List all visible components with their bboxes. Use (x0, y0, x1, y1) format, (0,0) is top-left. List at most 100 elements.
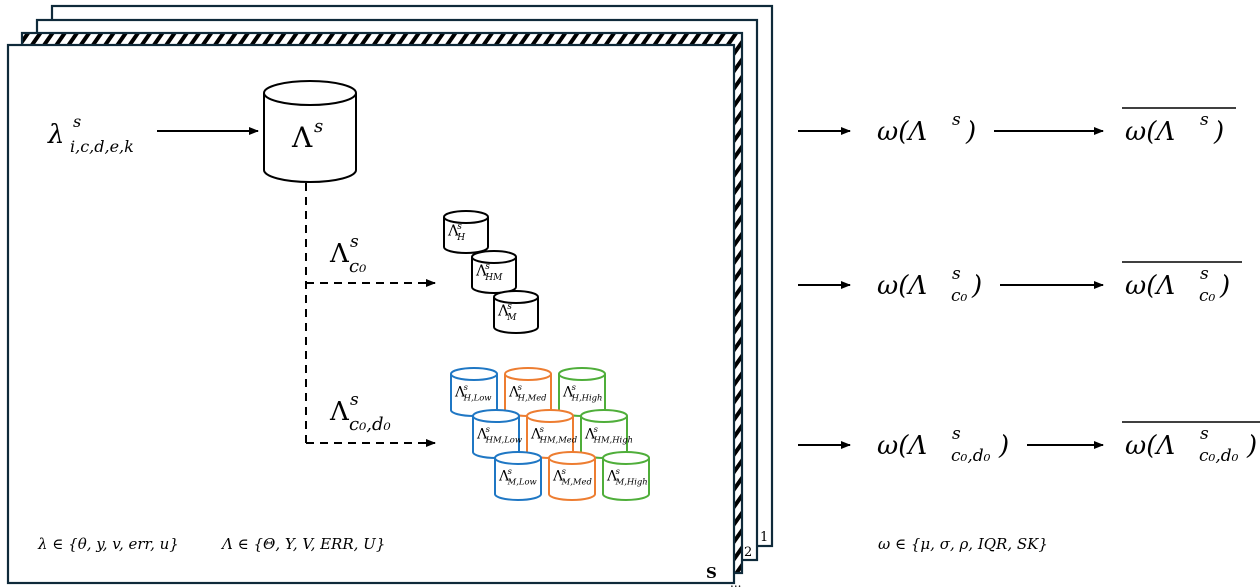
output-stat-stat: ω(Λ (877, 117, 927, 147)
c0-cylinder-m-symbol: Λ (497, 302, 509, 320)
legend-lambda-set: λ ∈ {θ, y, v, err, u} (37, 535, 179, 553)
output-mean-close: ) (1213, 117, 1224, 147)
c0d0-cylinder-m-high: ΛsM,High (602, 451, 650, 501)
c0d0-cylinder-h-high-sub: H,High (571, 393, 603, 403)
output-row-1: ω(Λ s ) ω(Λ s ) (798, 107, 1236, 147)
output-mean-stat: ω(Λ (1125, 431, 1175, 461)
frame-label-1: 1 (760, 530, 768, 545)
c0d0-cylinder-hm-high-sup: s (594, 424, 599, 434)
c0d0-cylinder-hm-med-sup: s (540, 424, 545, 434)
output-mean-stat: ω(Λ (1125, 117, 1175, 147)
input-sub: i,c,d,e,k (70, 137, 134, 156)
c0d0-cylinder-hm-high-symbol: Λ (584, 426, 596, 442)
branch-c0-symbol: Λ (329, 239, 350, 269)
branch-c0-label: Λ s c₀ (329, 232, 366, 277)
output-stat-sup: s (952, 264, 961, 284)
c0d0-cylinder-m-low-sup: s (508, 466, 513, 476)
c0d0-cylinder-hm-low-sub: HM,Low (485, 435, 522, 445)
branch-c0-sub: c₀ (349, 256, 366, 277)
c0d0-cylinder-h-med-symbol: Λ (508, 384, 520, 400)
input-symbol: λ (47, 120, 64, 150)
legend-omega-set: ω ∈ {μ, σ, ρ, IQR, SK} (878, 535, 1048, 553)
c0d0-cylinder-h-high-symbol: Λ (562, 384, 574, 400)
c0d0-cylinder-h-low-sub: H,Low (463, 393, 492, 403)
output-stat-sub: c₀,d₀ (951, 446, 991, 466)
output-stat-close: ) (965, 117, 976, 147)
c0d0-cylinder-m-high-symbol: Λ (606, 468, 618, 484)
c0-cylinder-h-sub: H (456, 233, 465, 243)
output-stat-close: ) (971, 271, 982, 301)
c0d0-cylinder-m-med-sub: M,Med (561, 477, 593, 487)
c0-cylinder-hm-sub: HM (484, 273, 503, 283)
c0d0-cylinder-hm-low-symbol: Λ (476, 426, 488, 442)
c0-cylinder-h-sup: s (457, 222, 462, 232)
frame-label-s: S (706, 564, 717, 582)
c0d0-cylinder-h-med-sub: H,Med (517, 393, 547, 403)
c0d0-cylinder-hm-high-sub: HM,High (593, 435, 633, 445)
output-mean-sub: c₀ (1199, 286, 1216, 306)
c0d0-cylinder-m-med: ΛsM,Med (548, 451, 596, 501)
output-stat-sup: s (952, 424, 961, 444)
output-mean-sup: s (1200, 110, 1209, 130)
output-mean-close: ) (1219, 271, 1230, 301)
branch-c0d0-label: Λ s c₀,d₀ (329, 390, 391, 435)
output-mean-sup: s (1200, 264, 1209, 284)
input-lambda: λ s i,c,d,e,k (47, 112, 134, 156)
frame-label-2: 2 (744, 545, 752, 560)
output-stat-close: ) (998, 431, 1009, 461)
branch-c0d0-symbol: Λ (329, 397, 350, 427)
c0d0-cylinder-m-high-sub: M,High (615, 477, 648, 487)
c0d0-cylinder-m-low-symbol: Λ (498, 468, 510, 484)
branch-c0-sup: s (350, 232, 359, 252)
c0d0-cylinder-m-low-sub: M,Low (507, 477, 537, 487)
c0d0-cylinder-h-med: ΛsH,Med (504, 367, 552, 417)
c0-cylinder-m-sup: s (507, 302, 512, 312)
c0d0-cylinder-h-low-sup: s (464, 382, 469, 392)
c0-cylinder-h: ΛsH (443, 210, 489, 254)
main-database-cylinder: Λ s (263, 80, 357, 183)
output-stat-sub: c₀ (951, 286, 968, 306)
frame-stack: 1 2 S ... (6, 4, 774, 588)
input-sup: s (73, 112, 81, 131)
c0d0-cylinder-h-med-sup: s (518, 382, 523, 392)
c0d0-cylinder-m-low: ΛsM,Low (494, 451, 542, 501)
frame-layer-s (6, 43, 736, 585)
output-mean-close: ) (1246, 431, 1257, 461)
branch-c0d0-sub: c₀,d₀ (349, 414, 391, 435)
c0d0-cylinder-hm-med-symbol: Λ (530, 426, 542, 442)
c0d0-cylinder-hm-med-sub: HM,Med (539, 435, 578, 445)
output-stat-stat: ω(Λ (877, 271, 927, 301)
c0-cylinder-hm-symbol: Λ (475, 262, 487, 280)
output-mean-sup: s (1200, 424, 1209, 444)
c0-cylinder-h-symbol: Λ (447, 222, 459, 240)
main-db-symbol: Λ (291, 121, 313, 154)
c0-cylinder-hm-sup: s (485, 262, 490, 272)
c0-cylinder-m-sub: M (506, 313, 517, 323)
c0-cylinder-m: ΛsM (493, 290, 539, 334)
output-mean-stat: ω(Λ (1125, 271, 1175, 301)
c0d0-cylinder-h-high: ΛsH,High (558, 367, 606, 417)
branch-c0d0-sup: s (350, 390, 359, 410)
output-stat-sup: s (952, 110, 961, 130)
output-mean-sub: c₀,d₀ (1199, 446, 1239, 466)
c0d0-cylinder-h-low: ΛsH,Low (450, 367, 498, 417)
frame-ellipsis: ... (730, 576, 741, 588)
c0d0-cylinder-hm-low-sup: s (486, 424, 491, 434)
c0d0-cylinder-m-med-sup: s (562, 466, 567, 476)
c0d0-cylinder-h-low-symbol: Λ (454, 384, 466, 400)
legend-Lambda-set: Λ ∈ {Θ, Y, V, ERR, U} (220, 535, 385, 553)
output-stat-stat: ω(Λ (877, 431, 927, 461)
c0d0-cylinder-m-med-symbol: Λ (552, 468, 564, 484)
c0d0-cylinder-m-high-sup: s (616, 466, 621, 476)
c0d0-cylinder-h-high-sup: s (572, 382, 577, 392)
main-db-sup: s (314, 116, 323, 137)
